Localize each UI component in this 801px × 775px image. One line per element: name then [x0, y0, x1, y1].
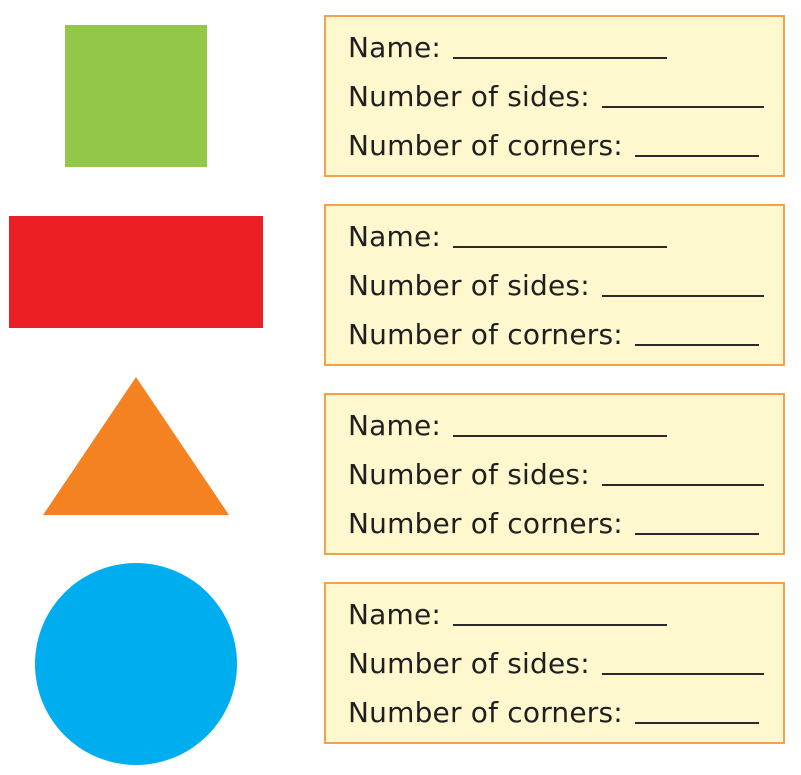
corners-row: Number of corners:	[348, 691, 759, 731]
name-answer-line[interactable]	[453, 246, 668, 248]
corners-label: Number of corners:	[348, 129, 623, 162]
sides-label: Number of sides:	[348, 458, 590, 491]
name-label: Name:	[348, 598, 442, 631]
sides-row: Number of sides:	[348, 75, 764, 115]
corners-answer-line[interactable]	[634, 155, 759, 157]
sides-row: Number of sides:	[348, 642, 764, 682]
name-row: Name:	[348, 215, 668, 255]
name-label: Name:	[348, 31, 442, 64]
shape-info-card-4: Name: Number of sides: Number of corners…	[324, 582, 785, 744]
sides-row: Number of sides:	[348, 264, 764, 304]
corners-row: Number of corners:	[348, 313, 759, 353]
name-row: Name:	[348, 26, 668, 66]
corners-answer-line[interactable]	[634, 344, 759, 346]
sides-answer-line[interactable]	[601, 106, 764, 108]
corners-row: Number of corners:	[348, 502, 759, 542]
rectangle-shape-icon	[9, 216, 263, 328]
sides-answer-line[interactable]	[601, 295, 764, 297]
shape-info-card-2: Name: Number of sides: Number of corners…	[324, 204, 785, 366]
corners-answer-line[interactable]	[634, 533, 759, 535]
circle-shape-icon	[35, 563, 237, 765]
name-answer-line[interactable]	[453, 435, 668, 437]
triangle-shape-icon	[43, 377, 229, 515]
circle-fill	[35, 563, 237, 765]
corners-row: Number of corners:	[348, 124, 759, 164]
sides-label: Number of sides:	[348, 269, 590, 302]
square-fill	[65, 25, 207, 167]
corners-label: Number of corners:	[348, 318, 623, 351]
name-row: Name:	[348, 593, 668, 633]
corners-label: Number of corners:	[348, 696, 623, 729]
sides-label: Number of sides:	[348, 647, 590, 680]
shape-info-card-1: Name: Number of sides: Number of corners…	[324, 15, 785, 177]
name-answer-line[interactable]	[453, 624, 668, 626]
corners-answer-line[interactable]	[634, 722, 759, 724]
rectangle-fill	[9, 216, 263, 328]
name-row: Name:	[348, 404, 668, 444]
sides-answer-line[interactable]	[601, 484, 764, 486]
name-answer-line[interactable]	[453, 57, 668, 59]
sides-label: Number of sides:	[348, 80, 590, 113]
sides-answer-line[interactable]	[601, 673, 764, 675]
name-label: Name:	[348, 409, 442, 442]
name-label: Name:	[348, 220, 442, 253]
sides-row: Number of sides:	[348, 453, 764, 493]
corners-label: Number of corners:	[348, 507, 623, 540]
square-shape-icon	[65, 25, 207, 167]
triangle-fill	[43, 377, 229, 515]
shape-info-card-3: Name: Number of sides: Number of corners…	[324, 393, 785, 555]
